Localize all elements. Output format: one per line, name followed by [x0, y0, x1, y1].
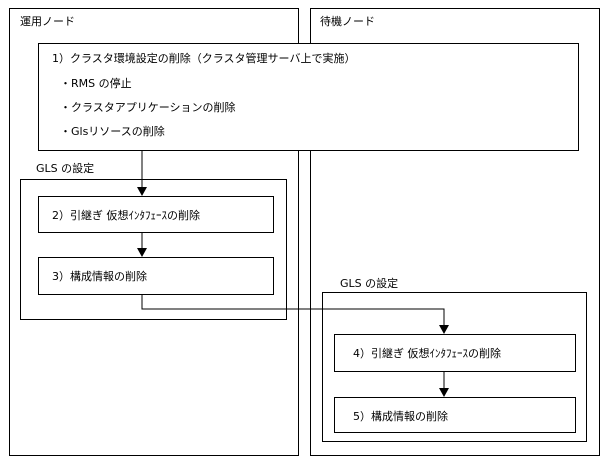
step2-text: 2）引継ぎ 仮想ｲﾝﾀﾌｪｰｽの削除	[52, 209, 200, 222]
step3-box: 3）構成情報の削除	[38, 257, 274, 295]
step1-title: 1）クラスタ環境設定の削除（クラスタ管理サーバ上で実施）	[52, 52, 356, 65]
step5-text: 5）構成情報の削除	[353, 410, 448, 423]
step1-item-delete-gls-resource: ・Glsリソースの削除	[60, 125, 165, 138]
step5-box: 5）構成情報の削除	[334, 397, 576, 433]
step3-text: 3）構成情報の削除	[52, 270, 147, 283]
step2-box: 2）引継ぎ 仮想ｲﾝﾀﾌｪｰｽの削除	[38, 196, 274, 233]
active-node-title: 運用ノード	[20, 15, 75, 28]
gls-settings-label-standby: GLS の設定	[340, 277, 399, 290]
step1-cluster-config-removal-box	[38, 43, 579, 151]
step1-item-stop-rms: ・RMS の停止	[60, 77, 132, 90]
step4-box: 4）引継ぎ 仮想ｲﾝﾀﾌｪｰｽの削除	[334, 334, 576, 372]
step4-text: 4）引継ぎ 仮想ｲﾝﾀﾌｪｰｽの削除	[353, 347, 501, 360]
standby-node-title: 待機ノード	[320, 15, 375, 28]
step1-item-delete-cluster-app: ・クラスタアプリケーションの削除	[60, 101, 236, 114]
gls-settings-label-active: GLS の設定	[36, 162, 95, 175]
